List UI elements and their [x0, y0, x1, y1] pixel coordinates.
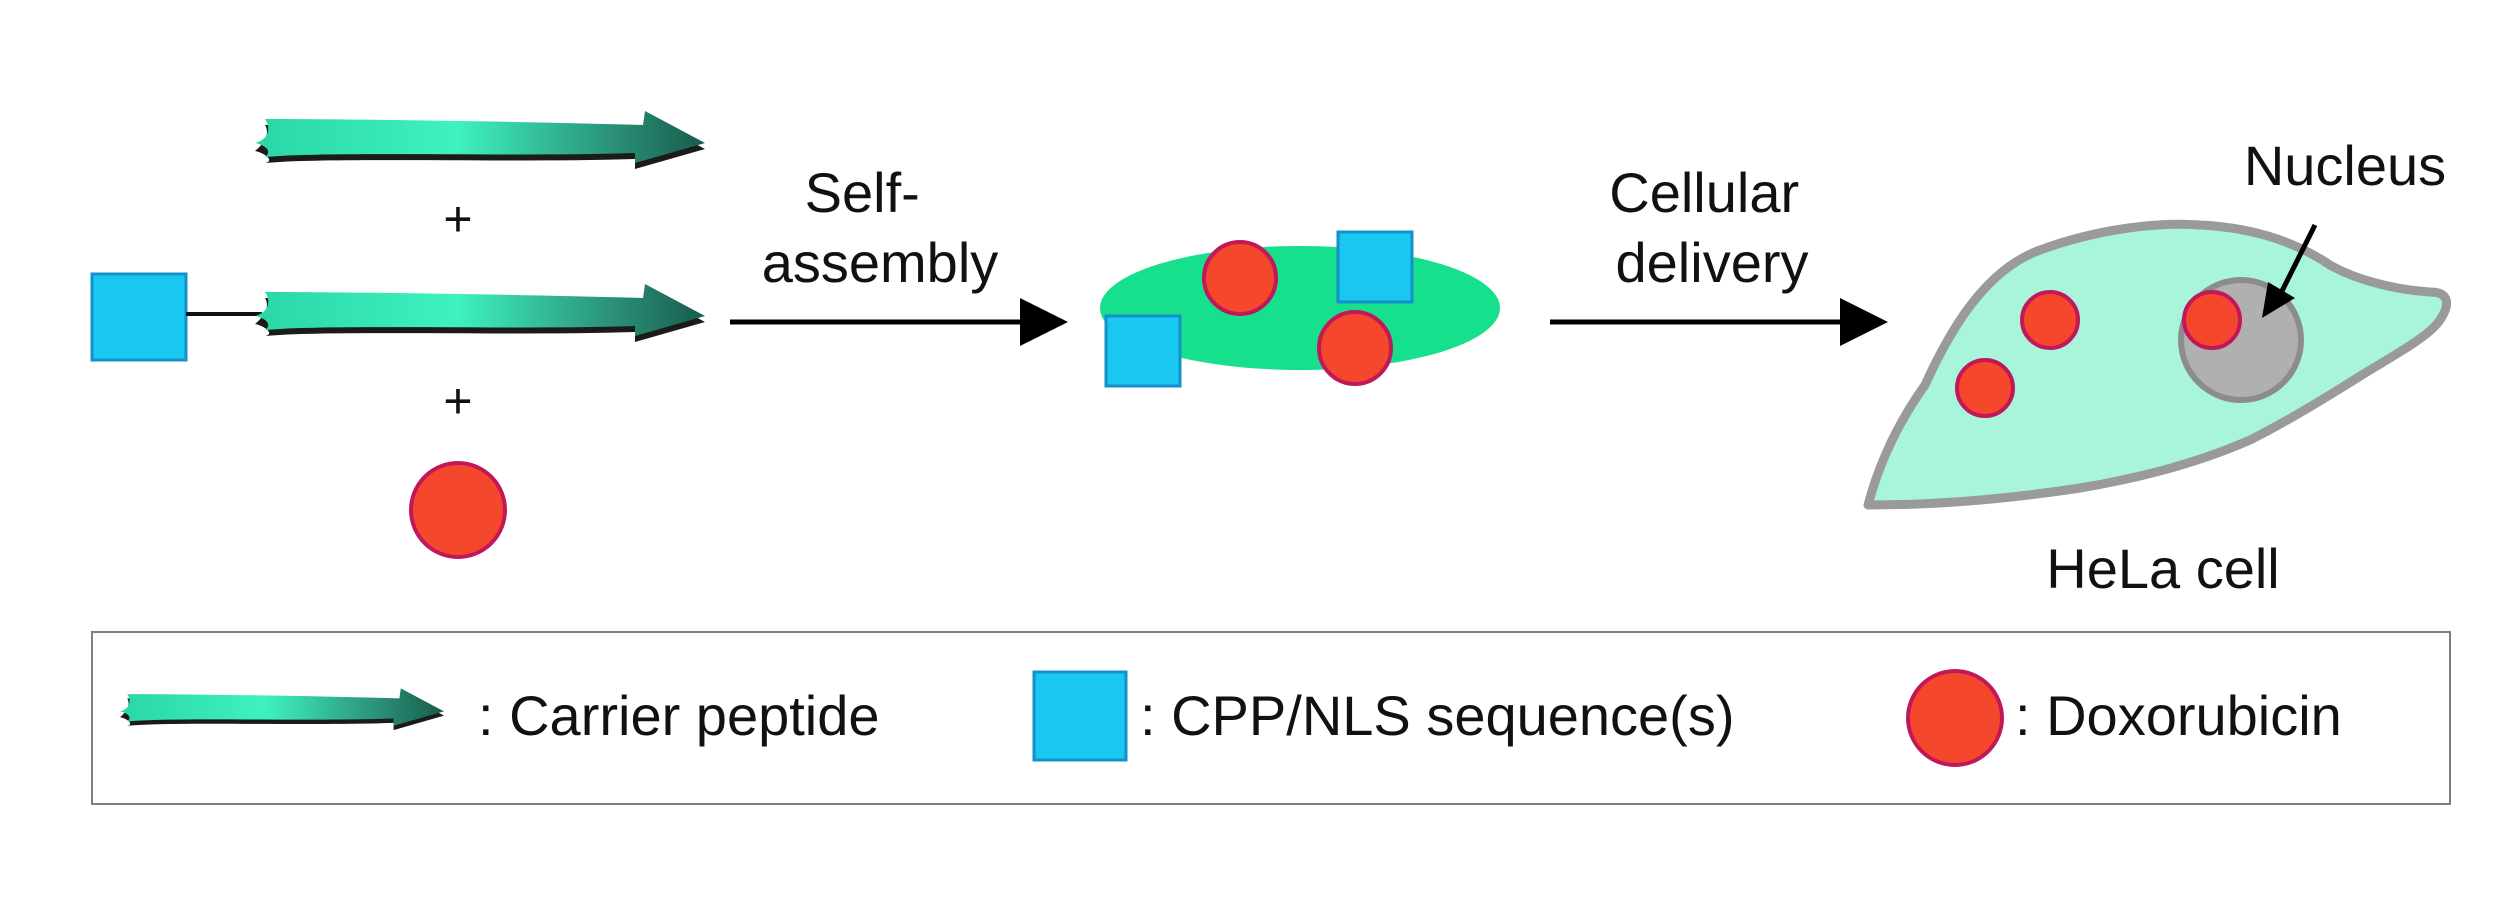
- doxorubicin-circle-icon: [1317, 310, 1393, 386]
- plus-sign-1: +: [443, 191, 472, 247]
- carrier-peptide-icon: [120, 688, 444, 731]
- nucleus-pointer-head: [2262, 282, 2295, 318]
- doxorubicin-circle-icon: [1955, 358, 2015, 418]
- legend-cpp-label: : CPP/NLS sequence(s): [1140, 684, 1734, 747]
- cpp-nls-square-icon: [1336, 230, 1414, 304]
- cpp-nls-square-icon: [1032, 670, 1128, 762]
- carrier-peptide-icon: [255, 111, 705, 169]
- cellular-delivery-label: Cellular delivery: [1609, 161, 1814, 294]
- doxorubicin-circle-icon: [1202, 240, 1278, 316]
- doxorubicin-circle-icon: [2182, 290, 2242, 350]
- nucleus-pointer-line: [2277, 223, 2318, 297]
- plus-sign-2: +: [443, 373, 472, 429]
- legend-dox-label: : Doxorubicin: [2015, 684, 2342, 747]
- hela-cell-icon: [1863, 219, 2451, 510]
- cpp-nls-square-icon: [90, 272, 188, 362]
- self-assembly-label: Self- assembly: [762, 161, 999, 294]
- legend: : Carrier peptide : CPP/NLS sequence(s) …: [91, 631, 2451, 805]
- doxorubicin-circle-icon: [1906, 669, 2004, 767]
- self-assembled-complex: [1100, 230, 1500, 388]
- doxorubicin-circle-icon: [2020, 290, 2080, 350]
- nucleus-label: Nucleus: [2244, 134, 2446, 197]
- cpp-nls-square-icon: [1104, 314, 1182, 388]
- doxorubicin-circle-icon: [409, 461, 507, 559]
- carrier-peptide-icon: [255, 284, 705, 342]
- arrow-head-icon: [1840, 298, 1888, 346]
- legend-carrier-label: : Carrier peptide: [478, 684, 880, 747]
- hela-cell-label: HeLa cell: [2046, 537, 2279, 600]
- legend-box: [91, 631, 2451, 805]
- arrow-head-icon: [1020, 298, 1068, 346]
